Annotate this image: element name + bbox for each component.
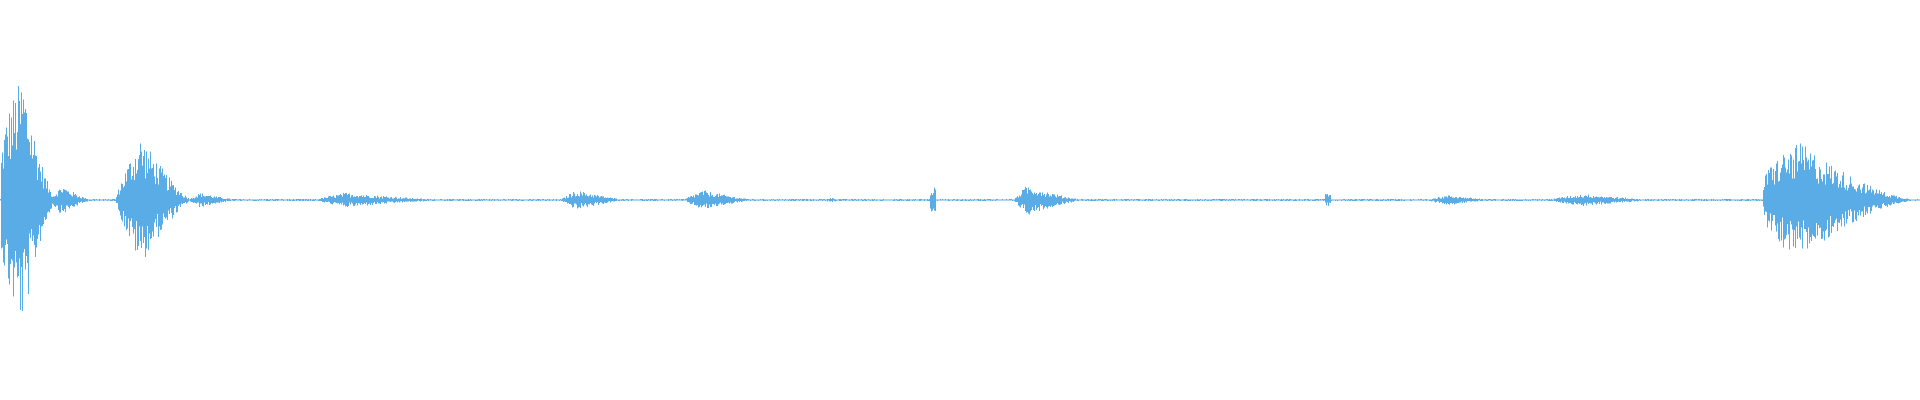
waveform-bars [0, 86, 1920, 311]
